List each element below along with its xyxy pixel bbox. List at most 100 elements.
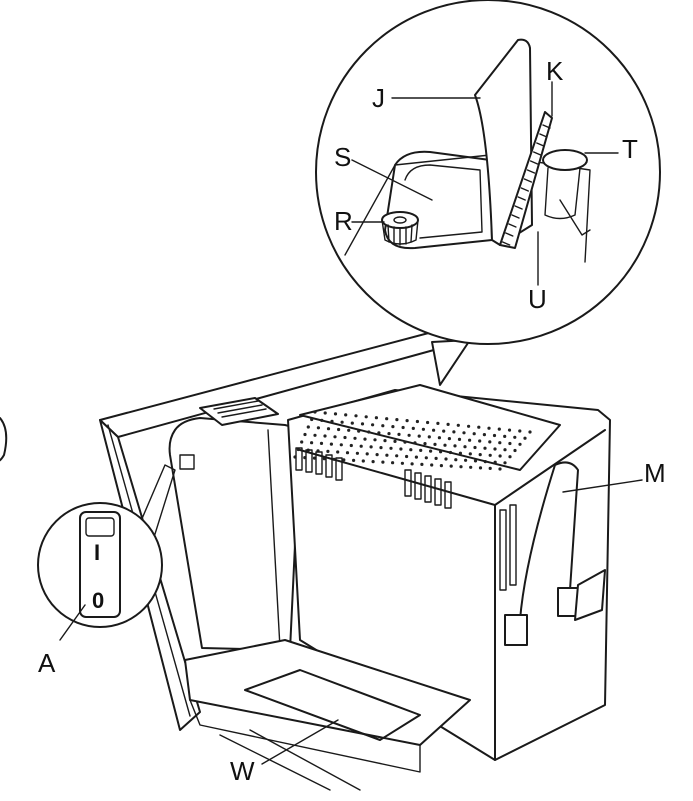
grid-dot bbox=[337, 427, 341, 432]
floor-lines bbox=[219, 729, 361, 791]
grid-dot bbox=[498, 454, 502, 458]
grid-dot bbox=[411, 426, 415, 430]
grid-dot bbox=[458, 451, 462, 455]
grid-dot bbox=[375, 453, 379, 457]
switch-on-symbol: I bbox=[94, 540, 100, 565]
mesh-line bbox=[526, 169, 536, 174]
grid-dot bbox=[468, 452, 472, 456]
grid-dot bbox=[427, 435, 431, 439]
front-vents bbox=[295, 447, 452, 509]
grid-dot bbox=[352, 458, 356, 462]
grid-dot bbox=[319, 441, 324, 445]
grid-dot bbox=[332, 457, 336, 461]
grid-dot bbox=[433, 442, 437, 446]
edge-circle-fragment bbox=[0, 417, 8, 462]
detail-tank-inner bbox=[404, 164, 483, 239]
mesh-line bbox=[508, 223, 517, 228]
grid-dot bbox=[462, 431, 466, 435]
switch-pointer bbox=[134, 464, 176, 551]
grid-dot bbox=[303, 432, 307, 437]
mesh-line bbox=[523, 178, 533, 183]
grid-dot bbox=[359, 444, 363, 448]
mesh-line bbox=[511, 214, 520, 219]
grid-dot bbox=[355, 451, 359, 455]
grid-dot bbox=[326, 427, 331, 431]
grid-dot bbox=[409, 448, 413, 452]
grid-dot bbox=[453, 444, 457, 448]
grid-dot bbox=[498, 441, 502, 445]
grid-dot bbox=[508, 455, 512, 459]
label-r: R bbox=[334, 206, 353, 236]
grid-dot bbox=[389, 446, 393, 450]
grid-dot bbox=[373, 438, 377, 442]
top-grid-dots bbox=[293, 410, 532, 471]
grid-dot bbox=[488, 466, 492, 470]
grid-dot bbox=[483, 446, 487, 450]
grid-dot bbox=[439, 464, 443, 468]
water-tank bbox=[168, 417, 301, 651]
grid-dot bbox=[434, 456, 438, 460]
mesh-line bbox=[505, 232, 514, 237]
grid-dot bbox=[344, 413, 348, 417]
grid-dot bbox=[493, 460, 497, 464]
grid-dot bbox=[326, 449, 330, 453]
grid-dot bbox=[498, 467, 502, 471]
grid-dot bbox=[518, 429, 522, 433]
side-bracket bbox=[574, 569, 606, 621]
grid-dot bbox=[523, 436, 527, 440]
grid-dot bbox=[353, 436, 357, 440]
grid-dot bbox=[410, 462, 414, 466]
grid-dot bbox=[513, 448, 517, 453]
grid-dot bbox=[487, 426, 491, 430]
label-w: W bbox=[230, 756, 255, 786]
mesh-line bbox=[517, 196, 526, 201]
grid-dot bbox=[306, 425, 310, 429]
grid-dot bbox=[473, 459, 478, 463]
grid-dot bbox=[469, 465, 473, 469]
label-a: A bbox=[38, 648, 56, 678]
magnifier-pointer bbox=[431, 339, 471, 386]
grid-dot bbox=[300, 440, 304, 444]
rocker-top bbox=[85, 517, 115, 537]
grid-dot bbox=[442, 429, 446, 433]
grid-dot bbox=[381, 424, 385, 428]
mesh-line bbox=[542, 124, 551, 129]
grid-dot bbox=[323, 411, 327, 415]
grid-dot bbox=[472, 432, 476, 436]
grid-dot bbox=[417, 434, 421, 438]
grid-dot bbox=[393, 439, 397, 443]
grid-dot bbox=[329, 442, 333, 446]
grid-dot bbox=[413, 441, 417, 445]
grid-dot bbox=[473, 445, 477, 450]
grid-dot bbox=[467, 424, 471, 428]
grid-dot bbox=[518, 442, 522, 446]
grid-dot bbox=[503, 461, 507, 465]
grid-dot bbox=[478, 439, 482, 443]
grid-dot bbox=[452, 430, 456, 434]
label-t: T bbox=[622, 134, 638, 164]
grid-dot bbox=[478, 453, 482, 457]
grid-dot bbox=[424, 456, 428, 460]
grid-dot bbox=[310, 441, 314, 445]
grid-dot bbox=[419, 448, 423, 452]
grid-dot bbox=[405, 419, 409, 423]
grid-dot bbox=[320, 418, 324, 422]
grid-dot bbox=[444, 457, 448, 461]
tank-seam bbox=[267, 429, 281, 649]
grid-dot bbox=[354, 414, 358, 418]
grid-dot bbox=[345, 451, 350, 455]
grid-dot bbox=[385, 453, 389, 457]
grid-dot bbox=[347, 428, 351, 432]
grid-dot bbox=[430, 463, 434, 467]
grid-dot bbox=[395, 454, 399, 458]
grid-dot bbox=[464, 458, 468, 462]
grid-dot bbox=[369, 445, 373, 449]
grid-dot bbox=[478, 466, 483, 470]
grid-dot bbox=[399, 447, 403, 451]
grid-dot bbox=[508, 441, 512, 446]
leader-w bbox=[261, 719, 339, 765]
mesh-line bbox=[536, 142, 545, 147]
detail-knob-ridges bbox=[387, 224, 413, 246]
grid-dot bbox=[365, 452, 369, 456]
